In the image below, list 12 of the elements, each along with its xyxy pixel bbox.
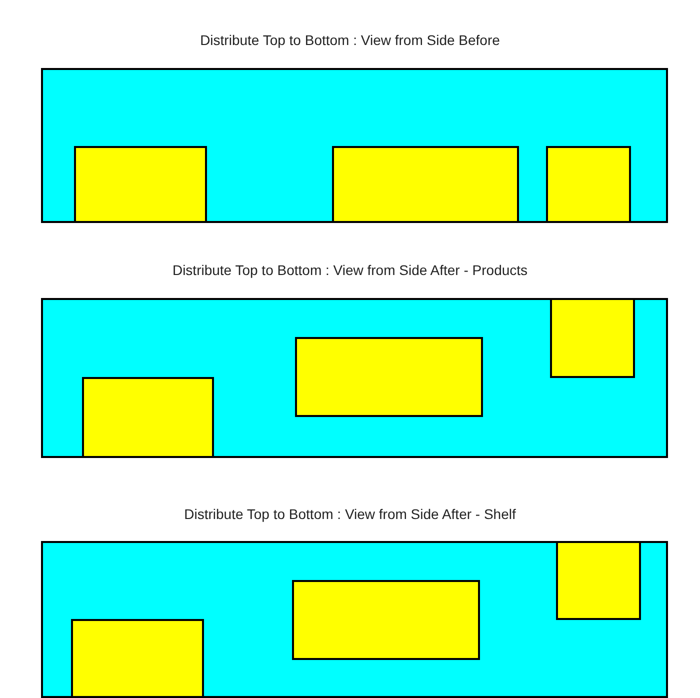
product-box bbox=[332, 146, 519, 223]
product-box bbox=[550, 298, 635, 378]
panel-heading: Distribute Top to Bottom : View from Side Before bbox=[200, 32, 500, 48]
product-box bbox=[74, 146, 207, 223]
product-box bbox=[71, 619, 204, 698]
product-box bbox=[292, 580, 480, 660]
product-box bbox=[556, 541, 641, 620]
panel-heading: Distribute Top to Bottom : View from Side After - Products bbox=[172, 262, 528, 278]
product-box bbox=[82, 377, 214, 458]
panel-heading: Distribute Top to Bottom : View from Side After - Shelf bbox=[184, 506, 516, 522]
product-box bbox=[546, 146, 631, 223]
product-box bbox=[295, 337, 483, 417]
